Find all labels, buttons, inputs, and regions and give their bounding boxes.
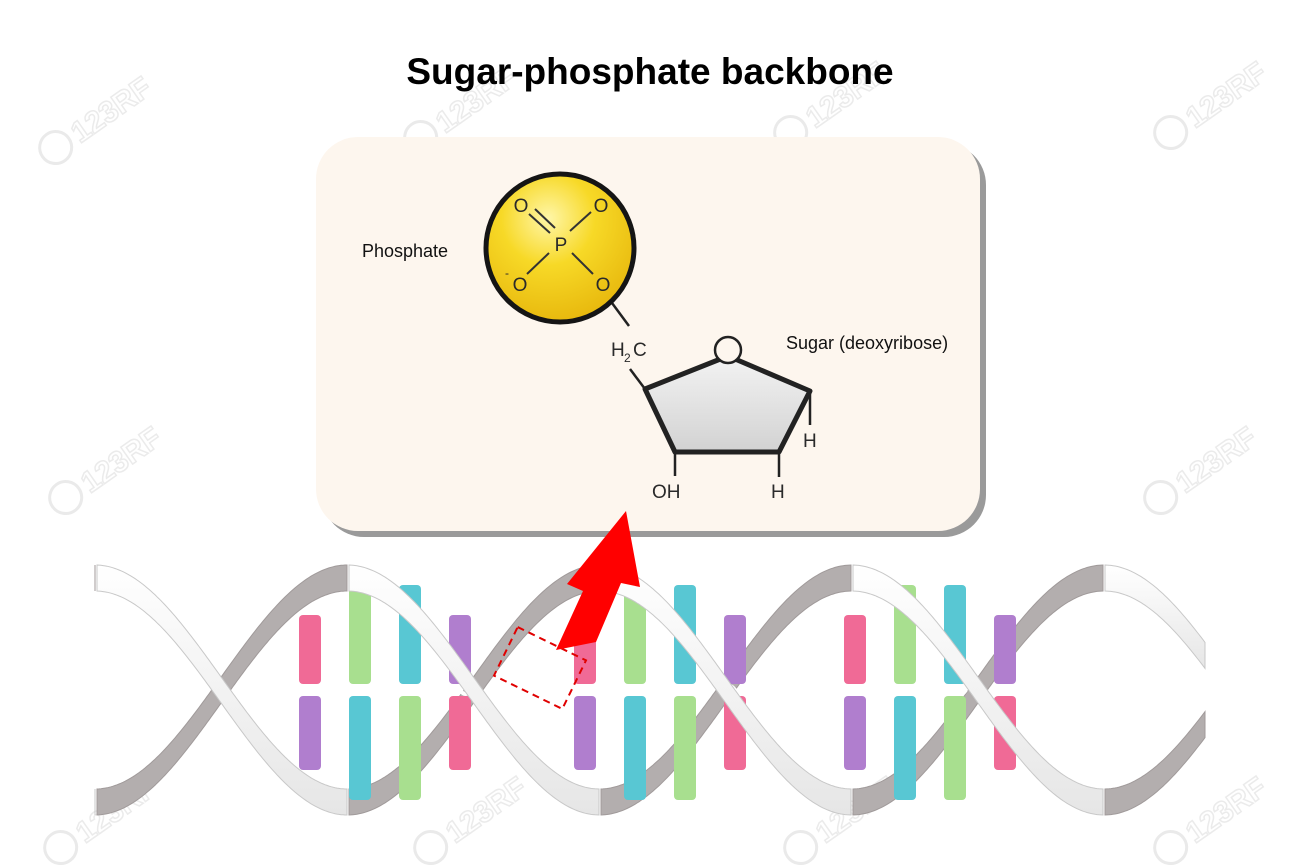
strand-front-segment <box>1104 564 1206 670</box>
base-bottom <box>844 696 866 770</box>
base-bottom <box>449 696 471 770</box>
watermark-logo: 123RF <box>1153 55 1274 151</box>
oxygen-atom-bottom-right: O <box>596 275 611 296</box>
sugar-label: Sugar (deoxyribose) <box>786 333 948 353</box>
strand-front-segment <box>600 564 852 816</box>
base-pair-junction <box>672 684 698 696</box>
base-bottom <box>894 696 916 800</box>
watermark-text: 123RF <box>1170 421 1263 500</box>
watermark-camera-icon <box>413 830 449 866</box>
base-bottom <box>399 696 421 800</box>
phosphate-sugar-bond <box>610 302 631 327</box>
base-top <box>349 585 371 684</box>
watermark-camera-icon <box>783 830 819 866</box>
watermark-camera-icon <box>43 830 79 866</box>
base-bottom <box>944 696 966 800</box>
oxygen-atom-top-left: O <box>514 196 529 217</box>
watermark-camera-icon <box>48 480 84 516</box>
strand-front-segment <box>96 564 348 816</box>
zoom-arrow <box>556 511 640 650</box>
watermark-text: 123RF <box>75 421 168 500</box>
base-pair-junction <box>297 684 323 696</box>
watermark-logo: 123RF <box>48 420 169 516</box>
phosphate-circle <box>483 171 637 325</box>
base-pair-junction <box>622 684 648 696</box>
negative-charge: - <box>505 266 509 280</box>
base-pair-junction <box>347 684 373 696</box>
p-o-bond-3 <box>526 252 550 275</box>
base-bottom <box>674 696 696 800</box>
base-bottom <box>349 696 371 800</box>
strand-front-segment <box>852 564 1104 816</box>
base-pairs <box>297 585 1018 800</box>
phosphorus-atom: P <box>555 235 568 256</box>
panel-background <box>316 137 980 531</box>
watermark-camera-icon <box>1143 480 1179 516</box>
sugar-group: H 2 C H H OH <box>611 335 817 503</box>
p-o-bond-1b <box>534 208 556 229</box>
base-bottom <box>624 696 646 800</box>
watermark-logo: 123RF <box>1153 770 1274 866</box>
base-pair-junction <box>842 684 868 696</box>
watermark-logo: 123RF <box>38 70 159 166</box>
base-pair-junction <box>942 684 968 696</box>
h2c-hydrogen: H <box>611 340 625 361</box>
watermark-text: 123RF <box>1180 56 1273 135</box>
sugar-pentagon <box>642 353 813 455</box>
hydrogen-atom-bottom: H <box>771 482 785 503</box>
ring-oxygen-circle <box>713 335 743 365</box>
base-bottom <box>299 696 321 770</box>
watermark-camera-icon <box>1153 830 1189 866</box>
c5-bond <box>629 368 646 390</box>
watermark-logo: 123RF <box>413 770 534 866</box>
dna-double-helix <box>94 564 1206 816</box>
base-top <box>844 615 866 684</box>
p-o-bond-4 <box>571 252 594 275</box>
base-top <box>299 615 321 684</box>
base-top <box>624 585 646 684</box>
h2c-carbon: C <box>633 340 647 361</box>
p-o-bond-1 <box>528 213 551 234</box>
strand-front <box>94 564 1206 816</box>
watermark-camera-icon <box>38 130 74 166</box>
watermark-text: 123RF <box>440 771 533 850</box>
base-pair-junction <box>397 684 423 696</box>
watermark-text: 123RF <box>1180 771 1273 850</box>
base-bottom <box>574 696 596 770</box>
oxygen-atom-bottom-left: O <box>513 275 528 296</box>
base-pair-junction <box>572 684 598 696</box>
phosphate-group: P O O O - O <box>483 171 637 327</box>
base-pair-junction <box>892 684 918 696</box>
watermark-text: 123RF <box>65 71 158 150</box>
hydroxyl-group: OH <box>652 482 681 503</box>
base-top <box>994 615 1016 684</box>
diagram-title: Sugar-phosphate backbone <box>406 51 893 92</box>
strand-back-segment <box>1104 710 1206 816</box>
base-pair-junction <box>992 684 1018 696</box>
phosphate-label: Phosphate <box>362 241 448 261</box>
h2c-subscript: 2 <box>624 351 631 365</box>
watermark-logo: 123RF <box>1143 420 1264 516</box>
watermark-camera-icon <box>1153 115 1189 151</box>
hydrogen-atom-right: H <box>803 431 817 452</box>
strand-front-segment <box>348 564 600 816</box>
p-o-bond-2 <box>569 211 592 232</box>
oxygen-atom-top-right: O <box>594 196 609 217</box>
base-top <box>724 615 746 684</box>
